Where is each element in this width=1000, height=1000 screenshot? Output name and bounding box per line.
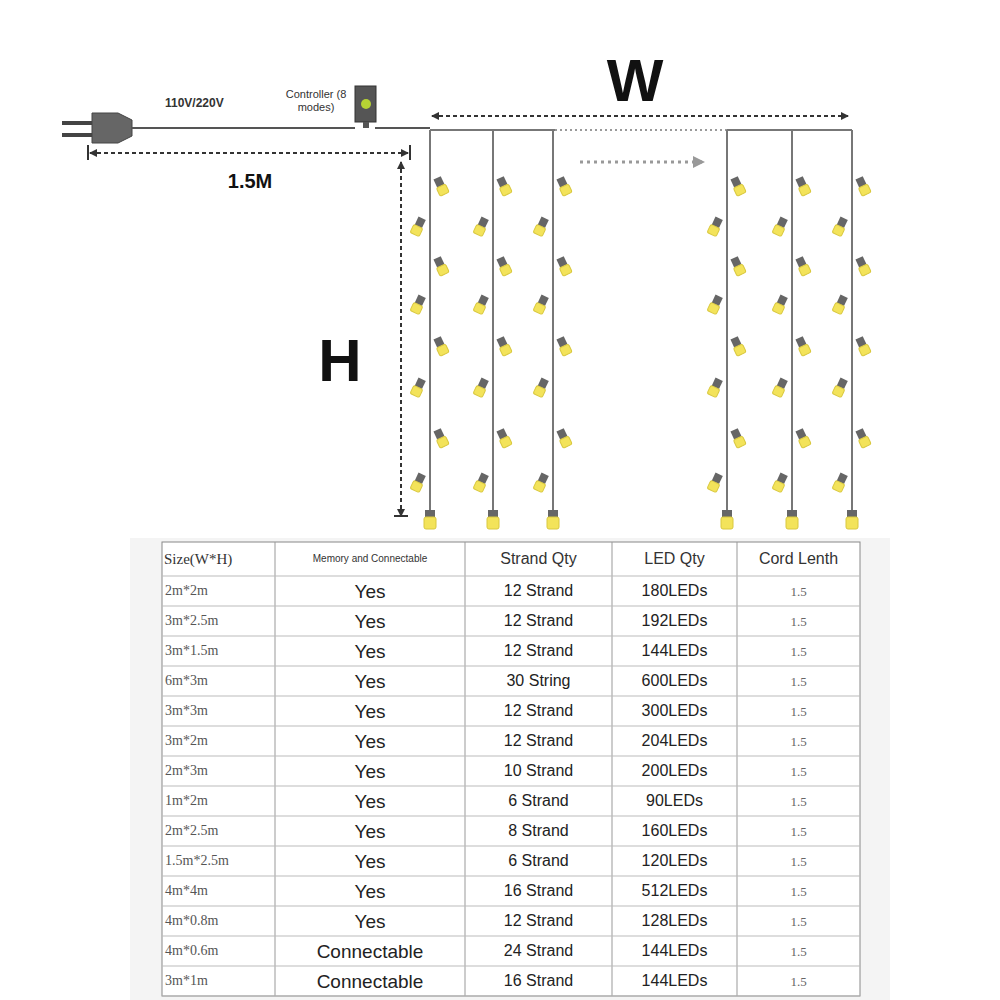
top-wire xyxy=(727,129,852,131)
size-cell: 2m*2m xyxy=(165,576,272,606)
plug xyxy=(62,113,132,143)
led-cell: 144LEDs xyxy=(615,936,734,966)
strand-cell: 12 Strand xyxy=(468,696,609,726)
memory-cell: Yes xyxy=(278,666,462,696)
strand-cell: 6 Strand xyxy=(468,846,609,876)
height-dimension xyxy=(400,162,402,516)
strand-cell: 10 Strand xyxy=(468,756,609,786)
width-label: W xyxy=(590,46,680,116)
led-cell: 192LEDs xyxy=(615,606,734,636)
strand-cell: 12 Strand xyxy=(468,726,609,756)
table-header: LED Qty xyxy=(614,542,735,576)
size-cell: 2m*3m xyxy=(165,756,272,786)
memory-cell: Yes xyxy=(278,726,462,756)
cord-cell: 1.5 xyxy=(740,786,857,816)
strand-cell: 30 String xyxy=(468,666,609,696)
cord-cell: 1.5 xyxy=(740,636,857,666)
led-cell: 144LEDs xyxy=(615,636,734,666)
cord-cell: 1.5 xyxy=(740,936,857,966)
size-cell: 4m*0.8m xyxy=(165,906,272,936)
extend-arrow xyxy=(580,161,703,164)
memory-cell: Yes xyxy=(278,846,462,876)
memory-cell: Yes xyxy=(278,636,462,666)
size-cell: 6m*3m xyxy=(165,666,272,696)
cord-cell: 1.5 xyxy=(740,696,857,726)
height-label: H xyxy=(300,326,380,396)
strand-cell: 16 Strand xyxy=(468,966,609,996)
led-cell: 120LEDs xyxy=(615,846,734,876)
size-cell: 3m*1m xyxy=(165,966,272,996)
led-cell: 204LEDs xyxy=(615,726,734,756)
height-dimension-tick xyxy=(394,515,408,517)
memory-cell: Yes xyxy=(278,816,462,846)
memory-cell: Yes xyxy=(278,606,462,636)
led-cell: 512LEDs xyxy=(615,876,734,906)
strand-cell: 24 Strand xyxy=(468,936,609,966)
cord-dimension-ticks xyxy=(88,145,410,160)
memory-cell: Yes xyxy=(278,756,462,786)
strand-cell: 12 Strand xyxy=(468,576,609,606)
memory-cell: Yes xyxy=(278,906,462,936)
size-cell: 1m*2m xyxy=(165,786,272,816)
cord-cell: 1.5 xyxy=(740,816,857,846)
table-header: Strand Qty xyxy=(467,542,610,576)
controller xyxy=(355,86,376,128)
led-cell: 160LEDs xyxy=(615,816,734,846)
size-cell: 3m*1.5m xyxy=(165,636,272,666)
strand-cell: 12 Strand xyxy=(468,636,609,666)
controller-label: Controller (8 modes) xyxy=(280,86,352,116)
power-cord xyxy=(375,127,430,129)
memory-cell: Connectable xyxy=(278,966,462,996)
strand-cell: 8 Strand xyxy=(468,816,609,846)
led-cell: 180LEDs xyxy=(615,576,734,606)
cord-cell: 1.5 xyxy=(740,666,857,696)
table-header: Cord Lenth xyxy=(739,542,858,576)
led-cell: 128LEDs xyxy=(615,906,734,936)
strand-cell: 16 Strand xyxy=(468,876,609,906)
memory-cell: Yes xyxy=(278,876,462,906)
cord-cell: 1.5 xyxy=(740,966,857,996)
table-header: Size(W*H) xyxy=(164,542,273,576)
led-strands xyxy=(410,130,871,529)
size-cell: 4m*0.6m xyxy=(165,936,272,966)
table-header: Memory and Connectable xyxy=(277,542,463,576)
memory-cell: Yes xyxy=(278,786,462,816)
led-cell: 90LEDs xyxy=(615,786,734,816)
cord-cell: 1.5 xyxy=(740,906,857,936)
memory-cell: Yes xyxy=(278,576,462,606)
width-dimension xyxy=(432,115,848,117)
size-cell: 1.5m*2.5m xyxy=(165,846,272,876)
cord-cell: 1.5 xyxy=(740,576,857,606)
size-cell: 3m*3m xyxy=(165,696,272,726)
cord-dimension xyxy=(90,152,408,154)
led-cell: 300LEDs xyxy=(615,696,734,726)
led-cell: 200LEDs xyxy=(615,756,734,786)
cord-cell: 1.5 xyxy=(740,846,857,876)
strand-cell: 6 Strand xyxy=(468,786,609,816)
voltage-label: 110V/220V xyxy=(165,94,245,112)
memory-cell: Yes xyxy=(278,696,462,726)
memory-cell: Connectable xyxy=(278,936,462,966)
power-cord xyxy=(132,127,355,129)
cord-length-label: 1.5M xyxy=(215,168,285,194)
size-cell: 4m*4m xyxy=(165,876,272,906)
led-cell: 600LEDs xyxy=(615,666,734,696)
spec-table xyxy=(130,538,890,1000)
size-cell: 2m*2.5m xyxy=(165,816,272,846)
strand-cell: 12 Strand xyxy=(468,906,609,936)
cord-cell: 1.5 xyxy=(740,726,857,756)
cord-cell: 1.5 xyxy=(740,756,857,786)
size-cell: 3m*2.5m xyxy=(165,606,272,636)
top-wire xyxy=(555,129,727,131)
strand-cell: 12 Strand xyxy=(468,606,609,636)
cord-cell: 1.5 xyxy=(740,876,857,906)
cord-cell: 1.5 xyxy=(740,606,857,636)
led-cell: 144LEDs xyxy=(615,966,734,996)
size-cell: 3m*2m xyxy=(165,726,272,756)
